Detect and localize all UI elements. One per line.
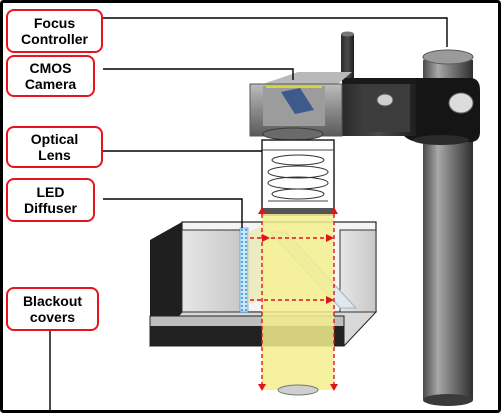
blackout-covers-label: Blackout covers xyxy=(6,287,99,331)
lens-barrel xyxy=(261,139,335,216)
light-beam xyxy=(248,214,334,390)
ray-arrowheads xyxy=(258,207,338,391)
focus-controller-label: Focus Controller xyxy=(6,9,103,53)
focus-knob xyxy=(341,31,354,78)
camera-body xyxy=(342,78,416,136)
sensor-highlight xyxy=(266,86,322,88)
target-sample xyxy=(277,384,319,396)
leader-lines xyxy=(49,17,448,413)
cmos-camera-label: CMOS Camera xyxy=(6,55,95,97)
pole-clamp xyxy=(403,78,480,145)
ray-arrows xyxy=(250,214,335,384)
optical-lens-label: Optical Lens xyxy=(6,126,103,168)
cmos-camera-block xyxy=(249,72,352,141)
led-diffuser-label: LED Diffuser xyxy=(6,178,95,222)
led-diffuser-strip xyxy=(239,227,249,313)
